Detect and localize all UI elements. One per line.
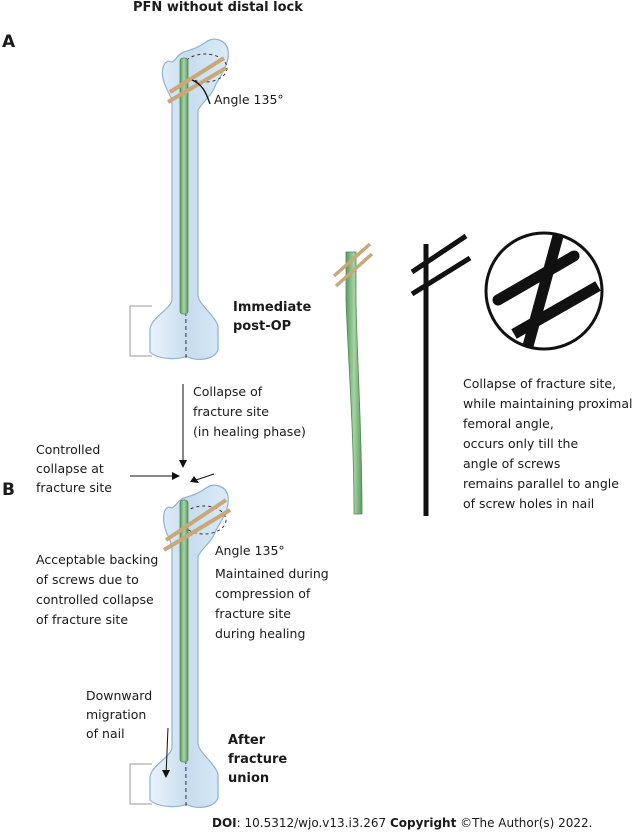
schematic-green-screw-1 (332, 242, 372, 278)
schematic-black-screw-1 (410, 233, 468, 275)
panel-a-angle-label: Angle 135° (214, 92, 284, 107)
screw-a-1 (168, 56, 226, 94)
transition-line3: (in healing phase) (193, 424, 306, 439)
figure-title: PFN without distal lock (133, 0, 303, 15)
backing-line2: of screws due to (36, 572, 139, 587)
panel-b-femur (129, 472, 232, 809)
schematic-black-screw-2 (410, 255, 472, 297)
controlled-collapse-arrow-right (195, 473, 215, 481)
magnified-screw-2 (511, 281, 601, 339)
maintained-line1: Maintained during (215, 566, 329, 581)
intramedullary-nail-a (179, 57, 189, 315)
explanation-line2: while maintaining proximal (463, 396, 633, 411)
angle-arc-a (191, 79, 211, 105)
controlled-collapse-line2: collapse at (36, 461, 104, 476)
migration-arrowhead (162, 770, 170, 778)
panel-a-stage-line1: Immediate (233, 300, 312, 315)
panel-b-stage-line1: After (228, 733, 266, 748)
transition-line1: Collapse of (193, 384, 263, 399)
citation-footer: DOI: 10.5312/wjo.v13.i3.267 Copyright ©T… (212, 816, 592, 830)
screw-a-2 (166, 66, 228, 104)
explanation-line3: femoral angle, (463, 416, 554, 431)
doi-value: : 10.5312/wjo.v13.i3.267 (236, 816, 387, 830)
schematic-green-nail-shaft (345, 251, 363, 515)
panel-a-stage-line2: post-OP (233, 319, 292, 334)
collapse-arrow-head (179, 460, 187, 468)
backing-line4: of fracture site (36, 612, 129, 627)
controlled-collapse-line3: fracture site (36, 480, 113, 495)
explanation-line6: remains parallel to angle (463, 476, 619, 491)
maintained-line2: compression of (215, 586, 311, 601)
migration-line1: Downward (86, 688, 153, 703)
panel-b-letter: B (2, 480, 15, 500)
backing-line3: controlled collapse (36, 592, 154, 607)
controlled-collapse-line1: Controlled (36, 442, 101, 457)
panel-a-letter: A (2, 32, 16, 52)
doi-label: DOI (212, 816, 237, 830)
panel-a-femur (129, 38, 229, 360)
explanation-line7: of screw holes in nail (463, 496, 595, 511)
schematic-green-screw-2 (334, 252, 374, 288)
magnified-detail-circle (484, 231, 604, 351)
copyright-value: ©The Author(s) 2022. (456, 816, 593, 830)
maintained-line3: fracture site (215, 606, 292, 621)
screw-b-1 (164, 498, 228, 542)
schematic-nail-green (332, 242, 374, 515)
transition-line2: fracture site (193, 404, 270, 419)
magnified-screw-1 (492, 250, 580, 306)
intramedullary-nail-b (179, 499, 189, 763)
explanation-line1: Collapse of fracture site, (463, 376, 617, 391)
femur-bone-a (149, 38, 229, 360)
migration-line3: of nail (86, 726, 125, 741)
controlled-collapse-arrowhead-left (172, 472, 180, 480)
copyright-label: Copyright (389, 816, 457, 830)
panel-b-stage-line2: fracture (228, 752, 288, 767)
panel-b-angle-label: Angle 135° (215, 543, 285, 558)
panel-b-stage-line3: union (228, 771, 270, 786)
screw-b-2 (162, 508, 232, 552)
knee-bracket-b (129, 763, 152, 805)
maintained-line4: during healing (215, 626, 306, 641)
explanation-line4: occurs only till the (463, 436, 579, 451)
schematic-nail-black (410, 233, 472, 516)
backing-line1: Acceptable backing (36, 552, 159, 567)
migration-line2: migration (86, 707, 147, 722)
controlled-collapse-arrowhead-right (190, 476, 199, 483)
femur-bone-b (149, 484, 229, 808)
migration-arrow (165, 727, 169, 777)
explanation-line5: angle of screws (463, 456, 561, 471)
knee-bracket-a (129, 305, 152, 357)
